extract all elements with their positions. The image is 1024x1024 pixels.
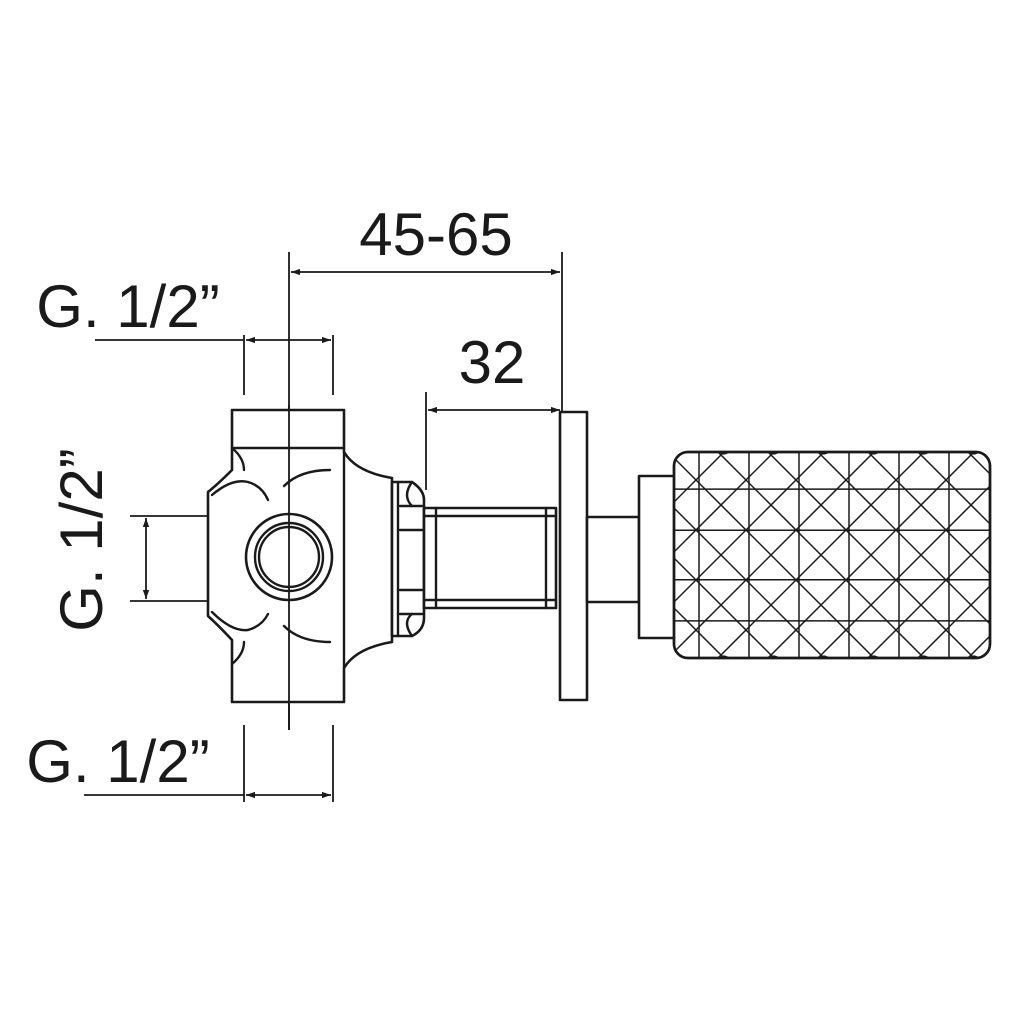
top-connection-label: G. 1/2” xyxy=(36,273,219,340)
handle-collar xyxy=(637,474,679,640)
wall-plate xyxy=(558,410,589,702)
knurled-handle xyxy=(672,450,992,660)
spindle-length-label: 32 xyxy=(459,329,526,396)
hex-nut xyxy=(390,480,426,638)
side-connection-label: G. 1/2” xyxy=(48,448,115,631)
dimension-spindle-length: 32 xyxy=(425,329,560,490)
dimension-top-connection: G. 1/2” xyxy=(36,273,334,395)
dimension-bottom-connection: G. 1/2” xyxy=(26,725,334,802)
valve-body xyxy=(206,408,394,704)
overall-depth-label: 45-65 xyxy=(359,201,512,268)
dimension-overall-depth: 45-65 xyxy=(288,201,563,730)
handle-shaft xyxy=(585,515,641,604)
spindle xyxy=(422,506,558,610)
bottom-connection-label: G. 1/2” xyxy=(26,728,209,795)
dimension-side-connection: G. 1/2” xyxy=(48,448,250,632)
